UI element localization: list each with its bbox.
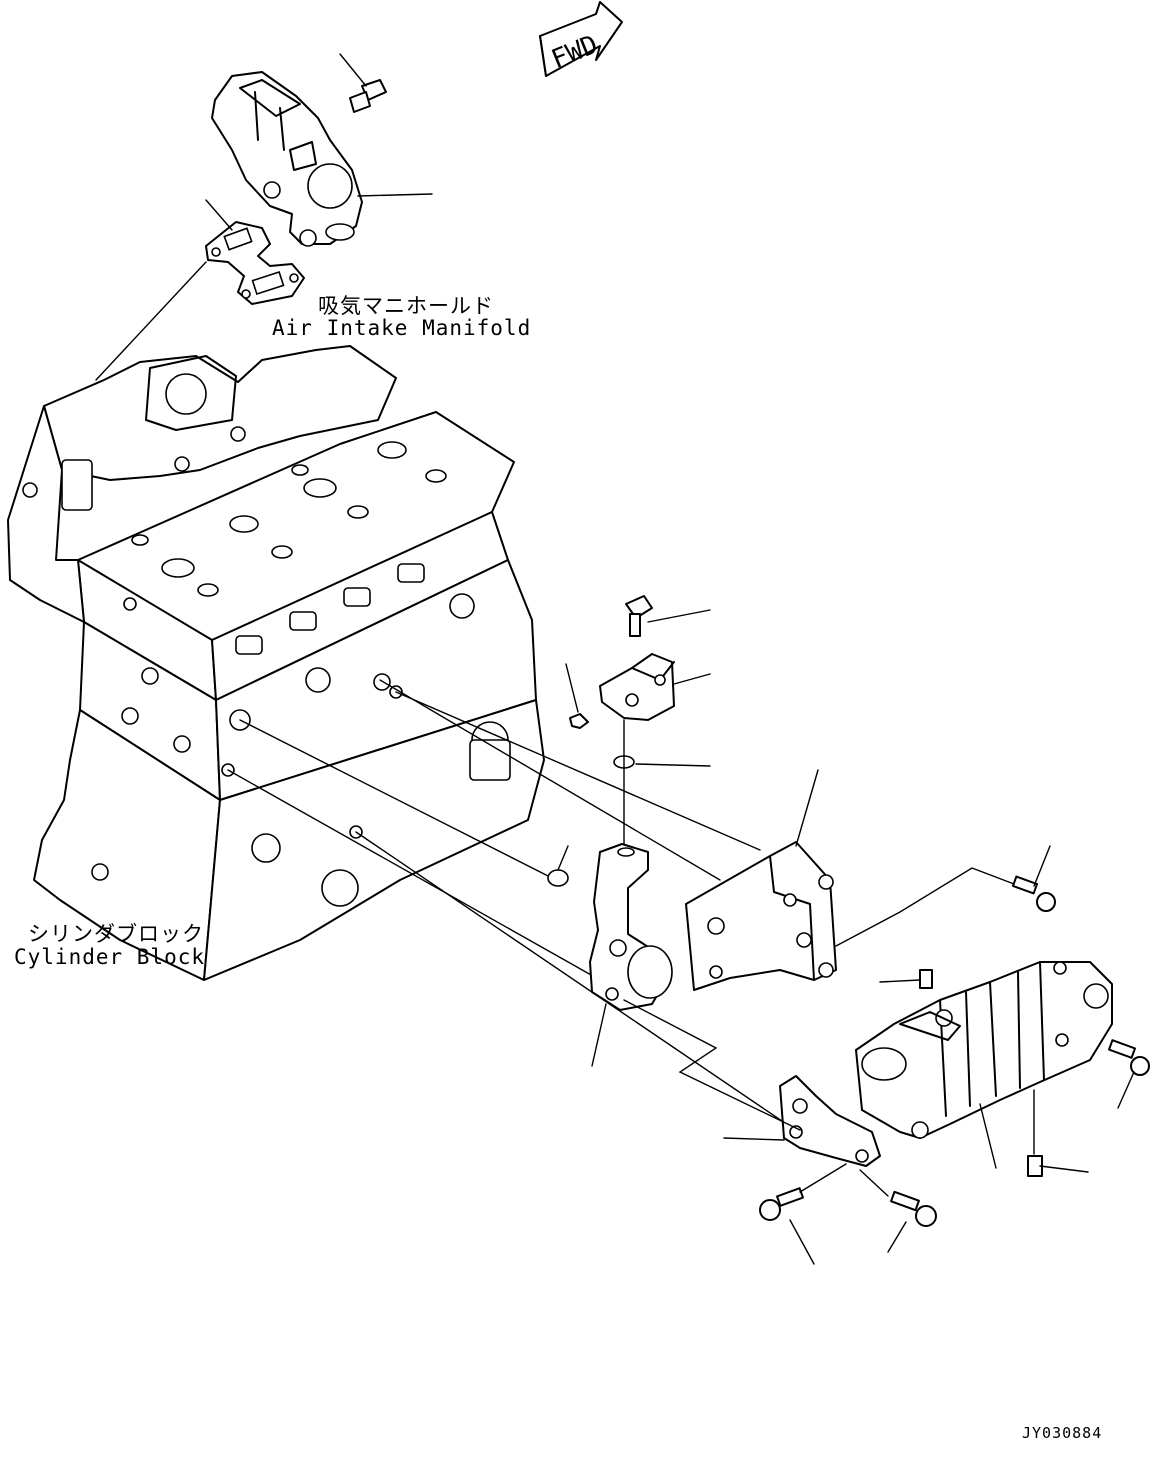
leader-line	[673, 673, 711, 685]
leader-line	[795, 769, 819, 847]
leader-line	[339, 53, 367, 87]
leader-line	[357, 193, 433, 197]
leader-line	[1117, 1071, 1135, 1109]
egr-elbow-pipe	[589, 843, 673, 1011]
leader-line	[789, 1219, 815, 1265]
leader-line	[799, 1163, 847, 1193]
leader-line	[835, 867, 1015, 947]
egr-cooler-bracket	[685, 841, 837, 991]
leader-line	[1039, 1165, 1089, 1173]
cylinder-block	[7, 345, 545, 981]
leader-line	[887, 1221, 907, 1253]
fwd-arrow-sign: FWD	[539, 1, 623, 77]
leader-line	[355, 831, 811, 1141]
leader-line	[395, 691, 761, 851]
cylinder-block-label-en: Cylinder Block	[14, 945, 206, 969]
leader-line	[879, 979, 921, 983]
intake-manifold-label-en: Air Intake Manifold	[272, 316, 532, 340]
leader-line	[647, 609, 711, 623]
leader-line	[623, 999, 801, 1131]
drawing-id: JY030884	[1022, 1424, 1103, 1442]
leader-line	[1033, 845, 1051, 887]
leader-line	[859, 1169, 889, 1197]
leader-line	[723, 1137, 785, 1141]
egr-valve	[211, 71, 363, 247]
leader-line	[979, 1103, 997, 1169]
leader-line	[557, 845, 569, 871]
lower-bolt-right	[890, 1190, 937, 1227]
leader-line	[591, 1003, 607, 1067]
o-ring-left	[547, 869, 569, 887]
leader-line	[95, 261, 207, 381]
lower-bolt-left	[759, 1187, 804, 1221]
leader-line	[635, 763, 711, 767]
leader-line	[205, 199, 233, 231]
leader-line	[379, 679, 721, 881]
intake-manifold-label-jp: 吸気マニホールド	[318, 294, 494, 318]
egr-valve-bolt	[349, 79, 387, 113]
leader-line	[565, 663, 579, 713]
pipe-bracket	[599, 653, 675, 721]
cooler-fitting-top	[919, 969, 933, 989]
cooler-bolt-right	[1108, 1039, 1150, 1076]
egr-gasket	[205, 221, 305, 305]
lower-support-bracket	[779, 1075, 881, 1167]
nut	[569, 713, 589, 729]
flange-bolt	[625, 595, 653, 637]
leader-line	[239, 719, 557, 881]
egr-cooler	[855, 961, 1113, 1139]
bracket-bolt	[1011, 875, 1056, 912]
leader-line	[227, 769, 601, 981]
cylinder-block-label-jp: シリンダブロック	[28, 922, 204, 946]
